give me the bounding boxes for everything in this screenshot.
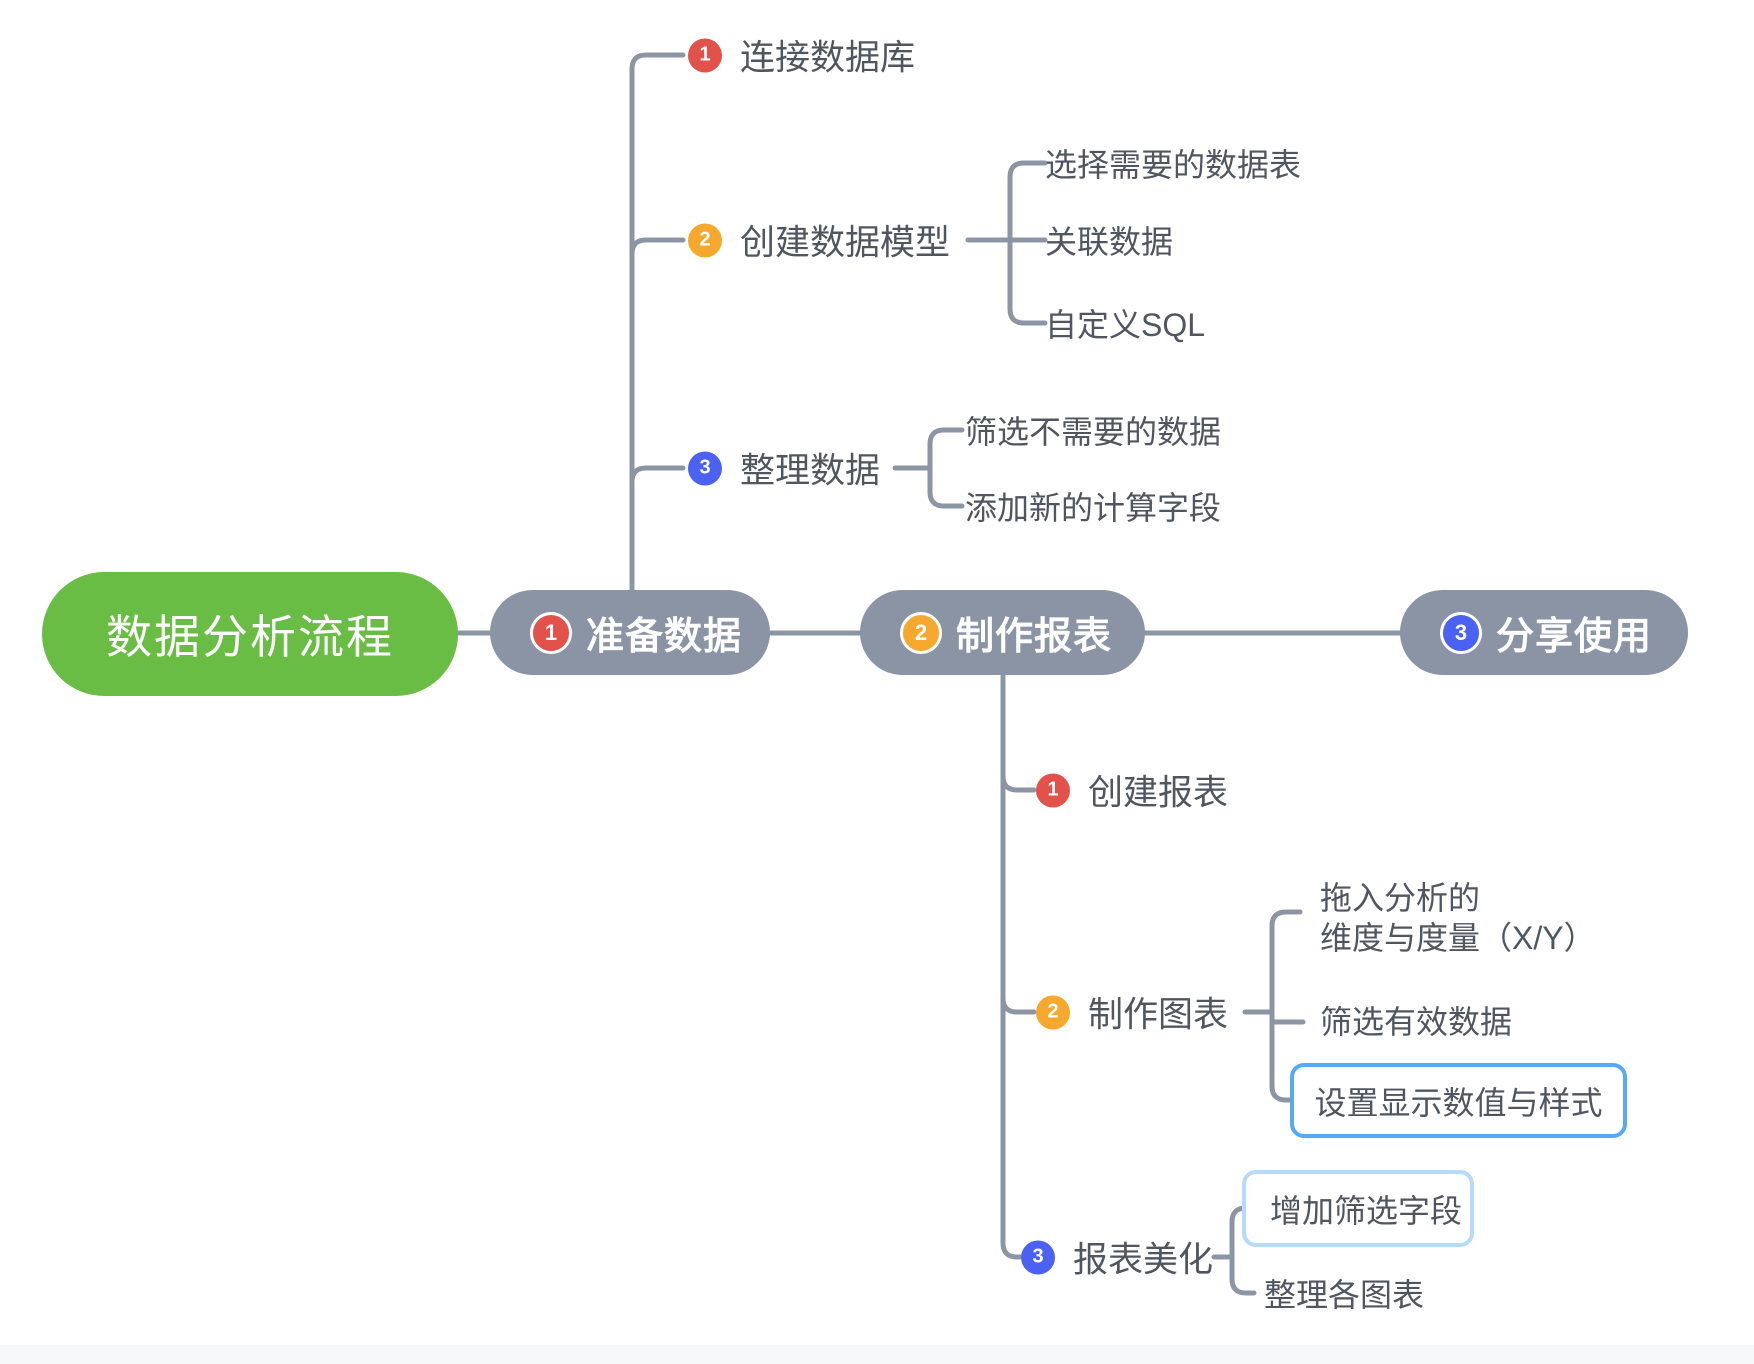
topic-label: 关联数据 [1045,224,1174,260]
topic-make-chart[interactable]: 2 制作图表 [1036,987,1228,1038]
topic-add-calculated-fields[interactable]: 添加新的计算字段 [965,483,1221,529]
topic-add-filter-fields[interactable]: 增加筛选字段 [1242,1170,1474,1247]
branch-node-prepare-data[interactable]: 1 准备数据 [490,590,770,675]
topic-filter-valid-data[interactable]: 筛选有效数据 [1320,997,1512,1043]
topic-drag-dimensions-measures[interactable]: 拖入分析的 维度与度量（X/Y） [1320,878,1596,958]
number-3-badge: 3 [688,451,722,485]
topic-beautify-report[interactable]: 3 报表美化 [1021,1232,1213,1283]
topic-label: 创建数据模型 [740,223,951,263]
topic-label: 筛选不需要的数据 [965,414,1222,450]
root-node[interactable]: 数据分析流程 [42,572,458,696]
branch-label: 分享使用 [1496,616,1653,658]
trunk-make-report [1000,672,1023,1260]
topic-label: 创建报表 [1088,773,1229,813]
elbow-make-chart [1000,995,1037,1015]
topic-filter-unneeded-data[interactable]: 筛选不需要的数据 [965,407,1221,453]
bracket-create-model [1007,160,1048,326]
topic-select-tables[interactable]: 选择需要的数据表 [1045,140,1301,186]
topic-organize-data[interactable]: 3 整理数据 [688,443,880,494]
topic-label: 自定义SQL [1045,307,1206,343]
elbow-organize-data [629,465,686,485]
topic-label: 设置显示数值与样式 [1314,1084,1603,1121]
bracket-make-chart [1269,909,1303,1103]
topic-relate-data[interactable]: 关联数据 [1045,217,1173,263]
root-label: 数据分析流程 [106,611,394,663]
topic-label: 整理各图表 [1264,1277,1425,1313]
topic-arrange-charts[interactable]: 整理各图表 [1264,1270,1424,1316]
topic-set-display-values-style[interactable]: 设置显示数值与样式 [1290,1063,1627,1138]
branch-node-make-report[interactable]: 2 制作报表 [860,590,1145,675]
trunk-prepare [629,52,686,593]
number-1-badge: 1 [688,38,722,72]
topic-create-data-model[interactable]: 2 创建数据模型 [688,215,950,266]
topic-create-report[interactable]: 1 创建报表 [1036,765,1228,816]
bracket-organize-data [927,427,965,509]
number-2-badge: 2 [900,611,942,654]
elbow-create-report [1000,773,1037,793]
number-3-badge: 3 [1021,1240,1055,1274]
topic-label: 增加筛选字段 [1270,1192,1463,1229]
topic-label: 制作图表 [1088,995,1229,1035]
topic-label: 报表美化 [1073,1240,1214,1280]
number-1-badge: 1 [1036,773,1070,807]
bottom-strip [0,1345,1754,1364]
topic-label: 筛选有效数据 [1320,1004,1513,1040]
topic-label-line2: 维度与度量（X/Y） [1320,920,1596,956]
branch-label: 准备数据 [586,616,743,658]
number-2-badge: 2 [1036,995,1070,1029]
topic-label: 添加新的计算字段 [965,490,1222,526]
topic-custom-sql[interactable]: 自定义SQL [1045,300,1205,346]
branch-label: 制作报表 [956,616,1113,658]
topic-label: 整理数据 [740,451,881,491]
elbow-create-model [629,237,686,257]
topic-connect-database[interactable]: 1 连接数据库 [688,30,915,81]
number-2-badge: 2 [688,223,722,257]
topic-label-line1: 拖入分析的 [1320,880,1481,916]
number-3-badge: 3 [1440,611,1482,654]
branch-node-share-use[interactable]: 3 分享使用 [1400,590,1688,675]
number-1-badge: 1 [530,611,572,654]
topic-label: 连接数据库 [740,38,916,78]
topic-label: 选择需要的数据表 [1045,147,1302,183]
bracket-beautify [1229,1205,1257,1296]
